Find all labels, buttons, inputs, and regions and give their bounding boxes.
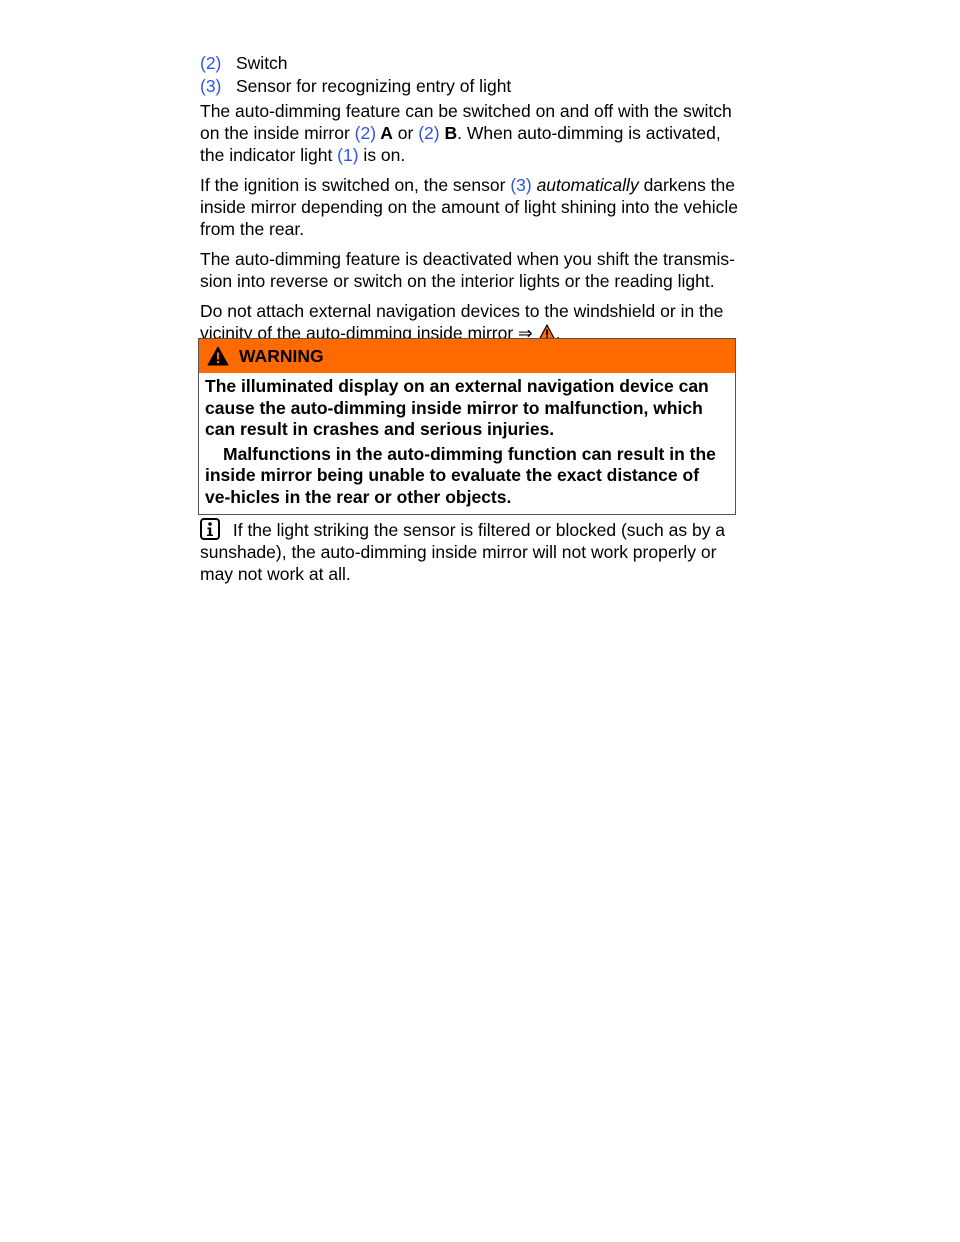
paragraph-switch: The auto-dimming feature can be switched…: [200, 101, 732, 165]
ref-3: (3): [510, 175, 532, 195]
legend-number: (2): [200, 53, 222, 73]
legend-text: Sensor for recognizing entry of light: [236, 76, 512, 96]
legend-item: (3) Sensor for recognizing entry of ligh…: [200, 75, 740, 98]
warning-title: WARNING: [239, 346, 324, 366]
warning-text: The illuminated display on an external n…: [205, 376, 709, 439]
warning-box: WARNING The illuminated display on an ex…: [198, 338, 736, 515]
warning-body: The illuminated display on an external n…: [199, 373, 735, 514]
legend-text: Switch: [236, 53, 288, 73]
note-text: If the light striking the sensor is filt…: [200, 520, 726, 584]
legend-item: (2) Switch: [200, 52, 740, 75]
ref-2: (2): [418, 123, 440, 143]
info-icon: [200, 518, 220, 540]
paragraph-sensor: If the ignition is switched on, the sens…: [200, 175, 738, 239]
warning-header: WARNING: [199, 339, 735, 373]
ref-2: (2): [354, 123, 377, 143]
legend-list: (2) Switch (3) Sensor for recognizing en…: [200, 52, 740, 98]
body-text: The auto-dimming feature can be switched…: [200, 100, 740, 352]
legend-number: (3): [200, 76, 222, 96]
ref-1: (1): [337, 145, 359, 165]
warning-triangle-icon: [207, 346, 229, 366]
note: If the light striking the sensor is filt…: [200, 518, 740, 585]
warning-text: Malfunctions in the auto-dimming functio…: [205, 443, 716, 507]
paragraph-deactivated: The auto-dimming feature is deactivated …: [200, 249, 735, 291]
